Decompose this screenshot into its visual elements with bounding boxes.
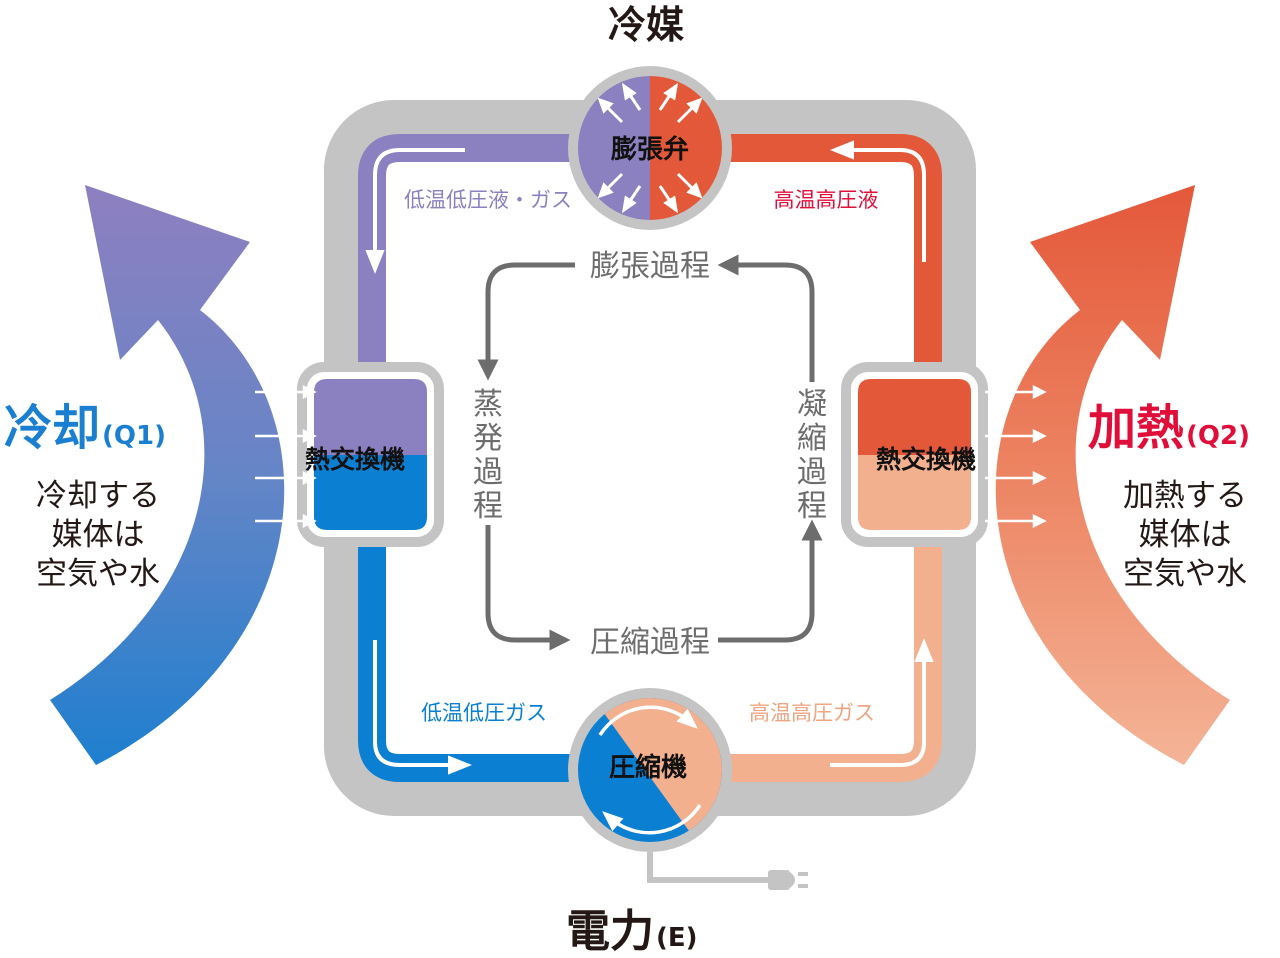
heat-transfer-arrows-right xyxy=(985,384,1047,529)
process-expansion-label: 膨張過程 xyxy=(590,249,710,284)
process-compression-label: 圧縮過程 xyxy=(590,625,710,660)
process-condensation-char: 縮 xyxy=(797,421,827,456)
process-condensation-label: 凝 縮 過 程 xyxy=(797,387,827,524)
process-evaporation-char: 過 xyxy=(473,455,503,490)
state-label-bottom-left: 低温低圧ガス xyxy=(421,701,547,725)
expansion-valve xyxy=(568,66,732,230)
heating-title: 加熱(Q2) xyxy=(1088,400,1250,456)
cooling-flow-arrow xyxy=(50,185,285,765)
process-evaporation-char: 発 xyxy=(473,421,503,456)
heat-exchanger-right-label: 熱交換機 xyxy=(876,445,976,474)
cooling-description-line: 空気や水 xyxy=(36,556,160,592)
heat-exchanger-left xyxy=(297,362,444,547)
compressor xyxy=(568,688,732,852)
power-label: 電力(E) xyxy=(566,906,698,957)
refrigerant-label: 冷媒 xyxy=(608,3,684,47)
heating-description-line: 加熱する xyxy=(1123,478,1247,514)
process-condensation-char: 過 xyxy=(797,455,827,490)
state-label-top-right: 高温高圧液 xyxy=(774,188,879,212)
state-label-top-left: 低温低圧液・ガス xyxy=(404,188,572,212)
process-cycle-arrows xyxy=(477,254,823,651)
cooling-title: 冷却(Q1) xyxy=(4,400,166,456)
heating-symbol: (Q2) xyxy=(1186,421,1250,451)
heat-exchanger-left-label: 熱交換機 xyxy=(305,445,405,474)
process-condensation-char: 程 xyxy=(797,489,827,524)
power-plug-icon xyxy=(647,852,808,890)
state-label-bottom-right: 高温高圧ガス xyxy=(749,701,875,725)
heating-flow-arrow xyxy=(995,185,1230,765)
power-label-text: 電力 xyxy=(566,906,654,957)
process-evaporation-char: 蒸 xyxy=(473,387,503,422)
expansion-arrows xyxy=(597,82,703,214)
compressor-label: 圧縮機 xyxy=(609,752,687,783)
heating-description-line: 媒体は xyxy=(1139,517,1232,553)
cooling-symbol: (Q1) xyxy=(102,421,166,451)
process-evaporation-label: 蒸 発 過 程 xyxy=(473,387,503,524)
flow-direction-arrows xyxy=(365,140,934,775)
heating-description-line: 空気や水 xyxy=(1123,556,1247,592)
heat-exchanger-right xyxy=(841,362,988,547)
cooling-description-line: 媒体は xyxy=(52,517,145,553)
power-symbol: (E) xyxy=(656,923,698,953)
rotation-arrows xyxy=(598,705,702,835)
cooling-description-line: 冷却する xyxy=(36,478,160,514)
expansion-valve-label: 膨張弁 xyxy=(611,134,689,165)
cooling-title-text: 冷却 xyxy=(4,400,100,456)
heating-title-text: 加熱 xyxy=(1088,400,1184,456)
process-evaporation-char: 程 xyxy=(473,489,503,524)
heat-transfer-arrows-left xyxy=(255,384,317,529)
process-condensation-char: 凝 xyxy=(797,387,827,422)
